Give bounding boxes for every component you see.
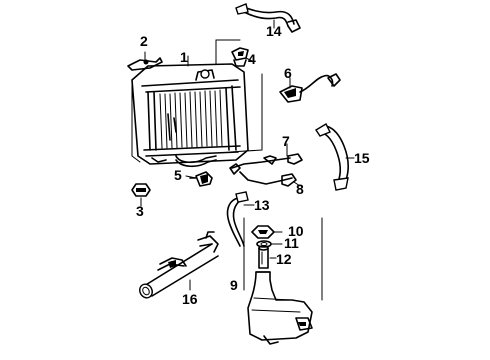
upper-mount [231,47,249,67]
callout-10: 10 [288,223,304,239]
radiator [131,63,249,168]
drain-plug [189,171,213,187]
callout-16: 16 [182,291,198,307]
callout-2: 2 [140,33,148,49]
leader-frame-right [229,73,263,153]
callout-6: 6 [284,65,292,81]
callout-5: 5 [174,167,182,183]
lower-mount [131,183,151,197]
sensor-harness [229,153,303,187]
callout-9: 9 [230,277,238,293]
callout-7: 7 [282,133,290,149]
overflow-hose [226,191,249,247]
callout-4: 4 [248,51,256,67]
upper-bracket [127,57,163,71]
filler-neck [258,245,269,269]
callout-11: 11 [284,235,299,251]
callout-14: 14 [266,23,282,39]
reservoir-tank [247,271,313,345]
leader-5 [185,175,197,179]
leader-4 [245,57,255,63]
lower-hose [315,123,349,191]
water-pipe [139,231,219,299]
upper-hose [235,3,301,33]
callout-13: 13 [254,197,270,213]
frame-leader [131,79,141,163]
callout-1: 1 [180,49,188,65]
callout-8: 8 [296,181,304,197]
reservoir-cap [251,225,275,239]
leader-8 [293,181,301,187]
callout-12: 12 [276,251,292,267]
callout-3: 3 [136,203,144,219]
callout-15: 15 [354,150,370,166]
